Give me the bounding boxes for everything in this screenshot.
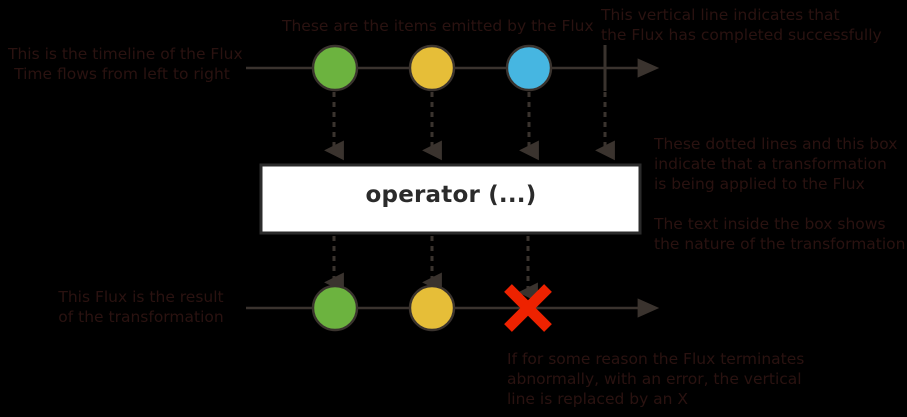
transform-out-arrows [324, 236, 538, 303]
annotation-result-flux: This Flux is the result of the transform… [58, 288, 224, 326]
marble-blue[interactable] [505, 44, 553, 92]
transform-in-arrows [324, 92, 615, 161]
marble-green[interactable] [311, 44, 359, 92]
annotation-error-termination: If for some reason the Flux terminates a… [507, 350, 805, 408]
annotation-timeline-top: This is the timeline of the Flux Time fl… [8, 45, 243, 83]
operator-label: operator (...) [365, 182, 537, 208]
marble-yellow[interactable] [408, 44, 456, 92]
error-x-icon [504, 284, 552, 332]
annotation-items-emitted: These are the items emitted by the Flux [282, 17, 594, 35]
result-timeline-group [246, 284, 660, 332]
annotation-transformation: These dotted lines and this box indicate… [654, 135, 898, 193]
annotation-box-text-meaning: The text inside the box shows the nature… [654, 215, 906, 253]
annotation-completion: This vertical line indicates that the Fl… [601, 6, 882, 44]
result-marble-yellow[interactable] [408, 284, 456, 332]
operator-box[interactable] [259, 163, 642, 235]
source-timeline-group [246, 44, 660, 92]
result-marble-green[interactable] [311, 284, 359, 332]
